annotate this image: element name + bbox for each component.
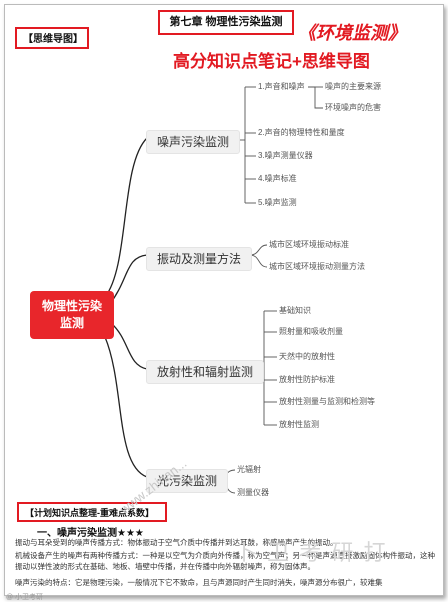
leaf-noise-hazards: 环境噪声的危害	[325, 103, 381, 112]
leaf-radiation-measurement: 放射性测量与监测和检测等	[279, 397, 375, 406]
section-tag-notes: 【计划知识点整理-重难点系数】	[17, 502, 167, 522]
document-page: 第七章 物理性污染监测 【思维导图】 《环境监测》 高分知识点笔记+思维导图 物…	[4, 4, 444, 596]
leaf-sound-physics: 2.声音的物理特性和量度	[258, 128, 345, 137]
leaf-noise-instruments: 3.噪声测量仪器	[258, 151, 313, 160]
mindmap-root-node: 物理性污染监测	[30, 291, 114, 339]
branch-radiation-monitoring: 放射性和辐射监测	[146, 360, 265, 384]
leaf-noise-standards: 4.噪声标准	[258, 174, 297, 183]
notes-heading: 一、噪声污染监测★★★	[37, 528, 144, 539]
branch-light-pollution: 光污染监测	[146, 469, 229, 493]
leaf-natural-radioactivity: 天然中的放射性	[279, 352, 335, 361]
section-tag-mindmap: 【思维导图】	[15, 27, 89, 49]
leaf-vibration-method: 城市区域环境振动测量方法	[269, 262, 365, 271]
leaf-radiation-basics: 基础知识	[279, 306, 311, 315]
branch-vibration-measurement: 振动及测量方法	[146, 247, 253, 271]
leaf-sound-and-noise: 1.声音和噪声	[258, 82, 305, 91]
leaf-light-radiation: 光辐射	[237, 465, 261, 474]
promo-subtitle: 高分知识点笔记+思维导图	[173, 52, 370, 71]
leaf-protection-standards: 放射性防护标准	[279, 375, 335, 384]
leaf-noise-monitoring: 5.噪声监测	[258, 198, 297, 207]
leaf-radiation-monitoring: 放射性监测	[279, 420, 319, 429]
chapter-title: 第七章 物理性污染监测	[158, 10, 294, 35]
leaf-light-instruments: 测量仪器	[237, 488, 269, 497]
leaf-vibration-standard: 城市区域环境振动标准	[269, 240, 349, 249]
notes-paragraph-1: 振动与耳朵受到的噪声传播方式：物体振动于空气介质中传播并到达耳鼓，称感噪声产生的…	[15, 538, 338, 547]
branch-noise-monitoring: 噪声污染监测	[146, 130, 241, 154]
watermark-large: 卜 卫 考 研 打	[235, 540, 388, 565]
leaf-noise-sources: 噪声的主要来源	[325, 82, 381, 91]
notes-paragraph-2: 机械设备产生的噪声有两种传播方式：一种是以空气为介质向外传播，称为空气声；另一种…	[15, 551, 435, 571]
promo-title: 《环境监测》	[298, 23, 406, 43]
credit-text: @ 小卫考研	[6, 594, 44, 601]
notes-paragraph-3: 噪声污染的特点：它是物理污染，一般情况下它不致命，且与声源同时产生同时消失，噪声…	[15, 578, 383, 587]
leaf-exposure-dose: 照射量和吸收剂量	[279, 327, 343, 336]
